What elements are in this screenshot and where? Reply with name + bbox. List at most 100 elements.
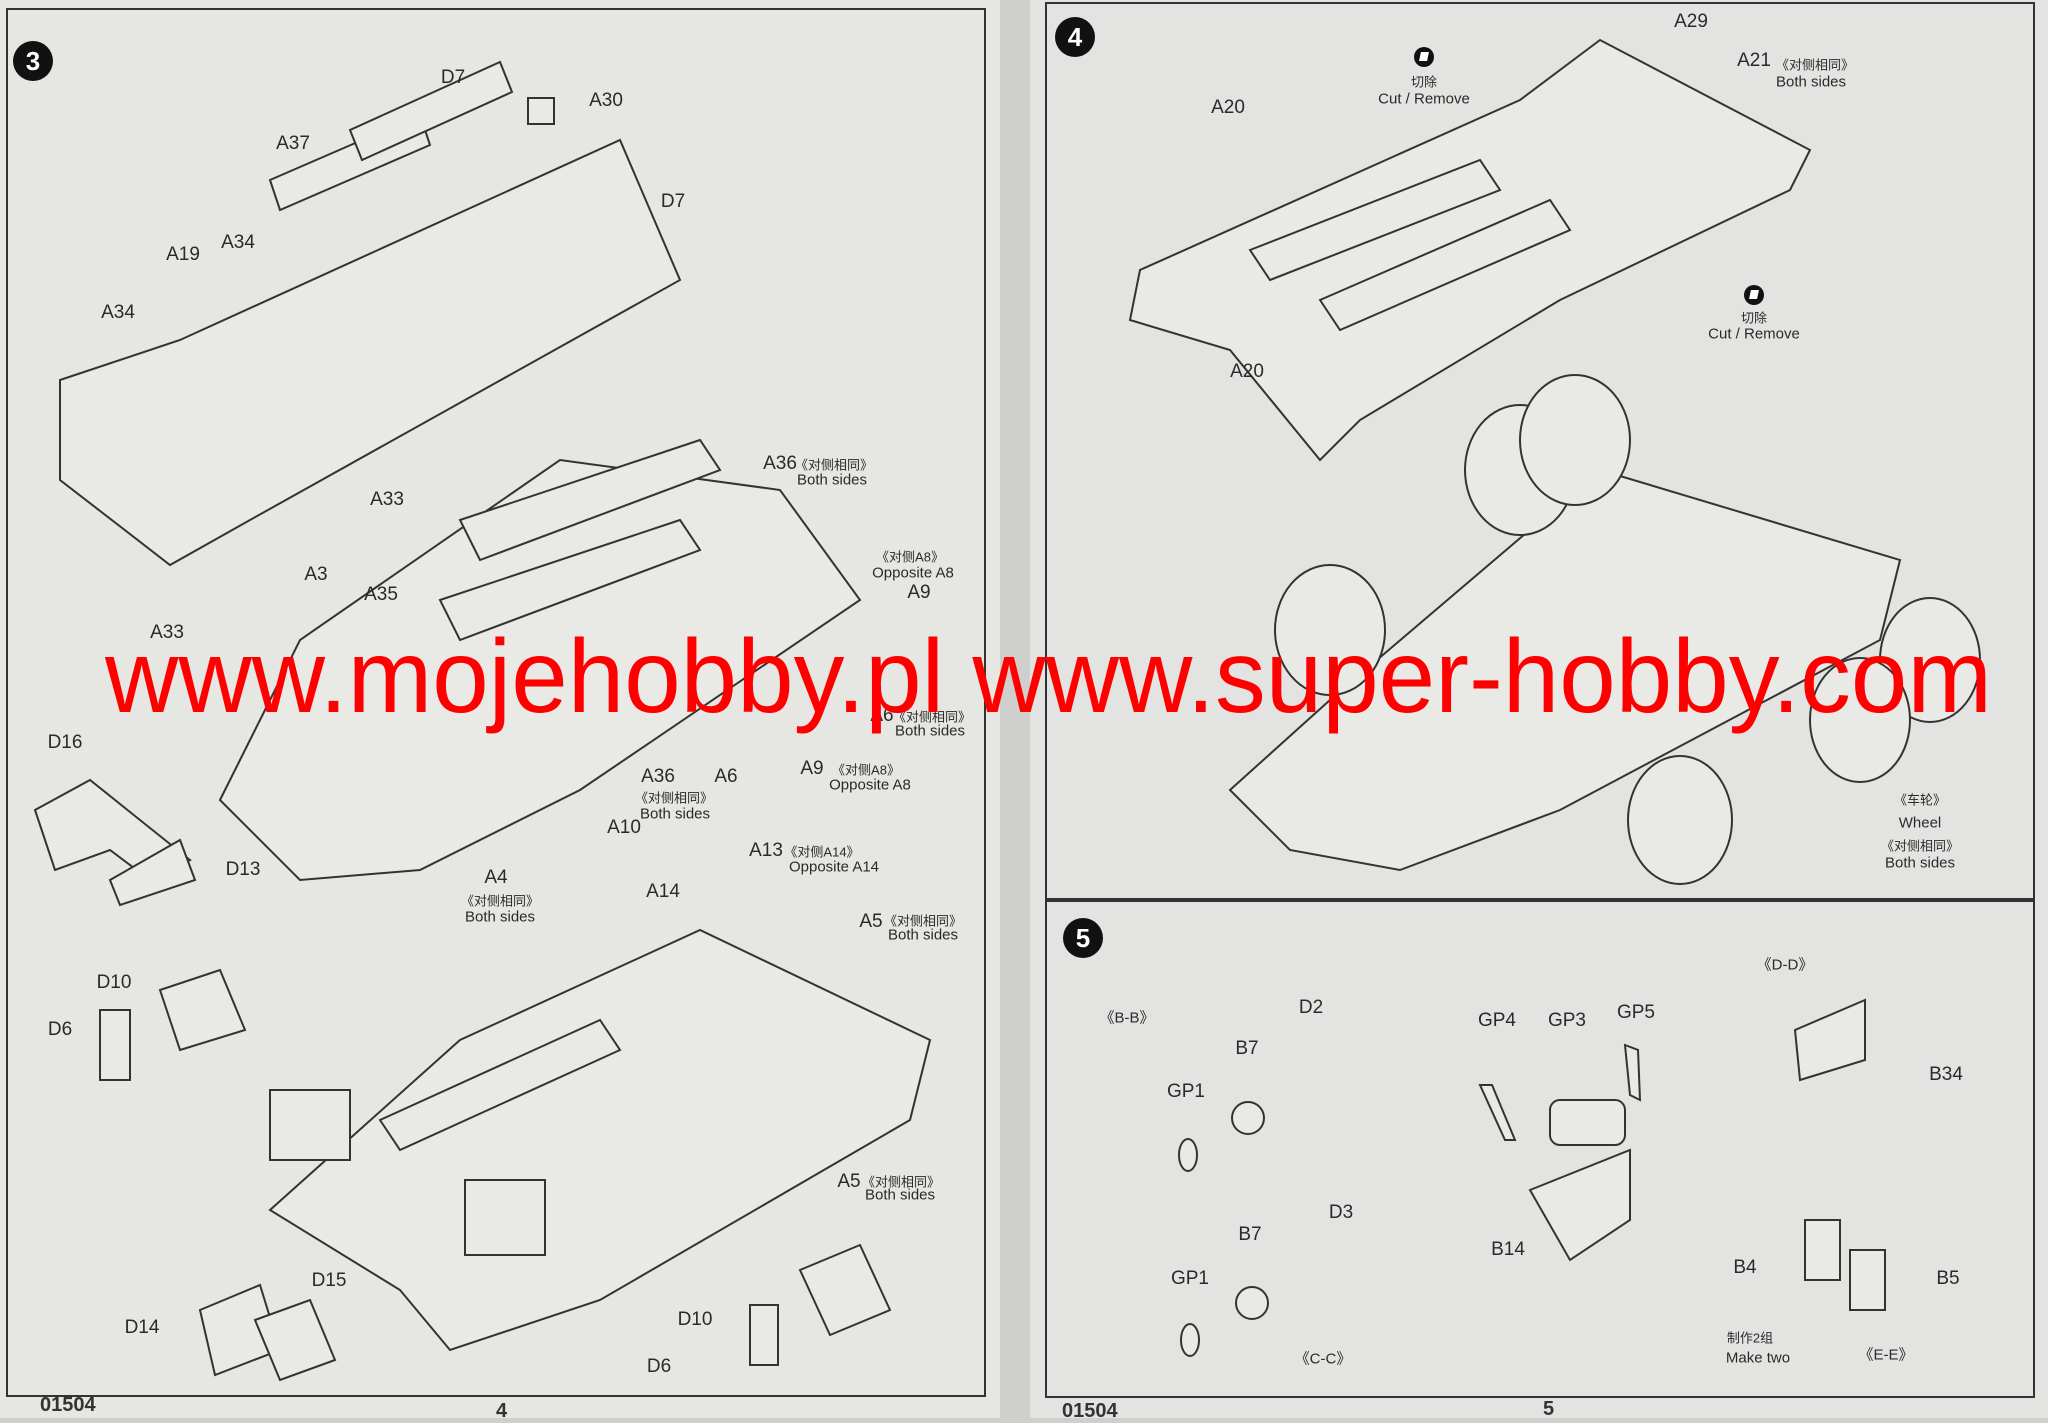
part-label: B14 [1491,1239,1525,1260]
cut-remove-icon [1414,47,1434,67]
part-label: D6 [646,1356,672,1377]
part-label: D13 [225,859,261,880]
make-two-note: Make two [1725,1349,1791,1367]
part-label: GP1 [1170,1268,1210,1289]
part-label: A30 [589,90,623,111]
part-label: A36 [641,766,675,787]
part-label: A21 [1737,50,1771,71]
part-label: A3 [304,564,328,585]
view-label: 《E-E》 [1858,1346,1914,1364]
part-label: D3 [1328,1202,1354,1223]
part-note-cn: 《对侧相同》 [892,709,972,725]
hull-step3-bottom [268,928,932,1352]
part-label: D16 [47,732,83,753]
part-label: A37 [276,133,310,154]
part-note: Both sides [864,1186,936,1204]
part-note-cn: 《对侧A14》 [784,844,860,860]
part-label: A13 [749,840,783,861]
part-label: A34 [101,302,135,323]
wheel-note: Both sides [1884,854,1956,872]
part-label: A33 [150,622,184,643]
cut-note-cn: 切除 [1410,74,1438,90]
part-note-cn: 《对侧相同》 [861,1174,941,1190]
product-code: 01504 [40,1394,96,1416]
part-note: Both sides [464,908,536,926]
part-label: D6 [47,1019,73,1040]
part-label: A5 [859,911,883,932]
page-number: 4 [496,1400,508,1422]
part-label: D2 [1298,997,1324,1018]
cut-note: Cut / Remove [1378,90,1470,108]
part-label: B34 [1929,1064,1963,1085]
part-note-cn: 《对侧相同》 [883,913,963,929]
small-parts-step5 [1178,998,1886,1357]
part-label: A5 [837,1171,861,1192]
part-label: A9 [907,582,931,603]
part-label: A6 [870,705,894,726]
step3-frame [6,8,986,1397]
part-label: A33 [370,489,404,510]
part-note-cn: 《对侧相同》 [794,457,874,473]
part-label: GP5 [1616,1002,1656,1023]
part-note: Both sides [894,722,966,740]
part-label: A20 [1211,97,1245,118]
part-label: D7 [660,191,686,212]
wheel-label: Wheel [1898,814,1942,832]
cut-note: Cut / Remove [1708,325,1800,343]
part-note: Opposite A8 [829,776,911,794]
part-label: A29 [1674,11,1708,32]
part-label: A20 [1230,361,1264,382]
part-label: D10 [677,1309,713,1330]
cut-remove-icon [1744,285,1764,305]
page-number: 5 [1543,1398,1555,1420]
part-label: D7 [440,67,466,88]
hull-step4-wheels [1228,374,1981,885]
part-note: Opposite A8 [872,564,954,582]
part-label: A10 [607,817,641,838]
part-note: Opposite A14 [788,858,880,876]
hull-step3-middle [218,438,862,882]
make-two-note-cn: 制作2组 [1726,1330,1774,1346]
part-label: A6 [714,766,738,787]
hull-step3-top [59,60,682,567]
part-label: A35 [364,584,398,605]
part-label: GP1 [1166,1081,1206,1102]
part-note-cn: 《对侧A8》 [876,549,944,565]
part-label: B7 [1238,1224,1262,1245]
wheel-note-cn: 《对侧相同》 [1880,838,1960,854]
part-note-cn: 《对侧相同》 [1775,57,1855,73]
part-label: D15 [311,1270,347,1291]
part-label: D10 [96,972,132,993]
view-label: 《C-C》 [1294,1350,1352,1368]
part-note-cn: 《对侧相同》 [460,893,540,909]
part-label: A14 [646,881,680,902]
part-note: Both sides [887,926,959,944]
part-label: GP4 [1477,1010,1517,1031]
part-label: A4 [484,867,508,888]
hull-step4-top [1128,38,1812,462]
step-number-3: 3 [13,41,53,81]
step-number-4: 4 [1055,17,1095,57]
part-label: D14 [124,1317,160,1338]
part-note: Both sides [1775,73,1847,91]
part-note-cn: 《对侧A8》 [832,762,900,778]
small-parts-step3 [33,778,892,1382]
wheel-note-cn: 《车轮》 [1893,792,1947,808]
part-label: B7 [1235,1038,1259,1059]
part-label: A9 [800,758,824,779]
step-number-5: 5 [1063,918,1103,958]
cut-note-cn: 切除 [1740,310,1768,326]
step5-frame [1045,898,2035,1398]
part-note: Both sides [639,805,711,823]
part-label: A19 [166,244,200,265]
part-label: B4 [1733,1257,1757,1278]
part-note-cn: 《对侧相同》 [634,790,714,806]
part-label: B5 [1936,1268,1960,1289]
view-label: 《D-D》 [1756,956,1814,974]
part-note: Both sides [796,471,868,489]
part-label: GP3 [1547,1010,1587,1031]
part-label: A34 [221,232,255,253]
product-code: 01504 [1062,1400,1118,1422]
part-label: A36 [763,453,797,474]
